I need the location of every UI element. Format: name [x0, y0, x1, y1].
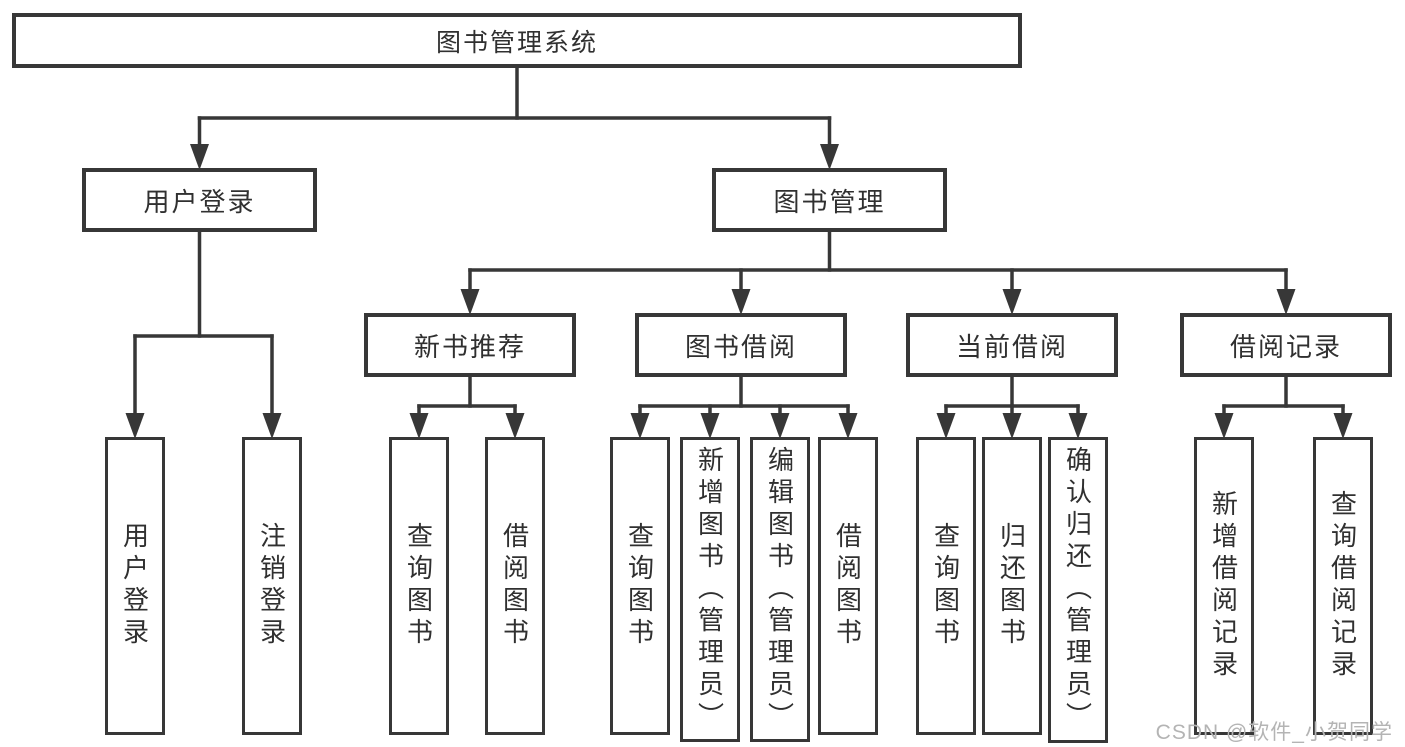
node-leaf-bb-edit: 编辑图书（管理员） [750, 437, 810, 742]
node-borrow-record: 借阅记录 [1180, 313, 1392, 377]
node-leaf-nbr-query: 查询图书 [389, 437, 449, 735]
arrowhead-icon [1002, 413, 1022, 439]
node-leaf-bb-add: 新增图书（管理员） [680, 437, 740, 742]
arrowhead-icon [505, 413, 525, 439]
arrowhead-icon [409, 413, 429, 439]
node-user-login: 用户登录 [82, 168, 317, 232]
arrowhead-icon [936, 413, 956, 439]
node-current-borrow: 当前借阅 [906, 313, 1118, 377]
arrowhead-icon [1214, 413, 1234, 439]
node-book-borrow: 图书借阅 [635, 313, 847, 377]
arrowhead-icon [1333, 413, 1353, 439]
node-leaf-nbr-borrow: 借阅图书 [485, 437, 545, 735]
arrowhead-icon [700, 413, 720, 439]
node-leaf-cb-query: 查询图书 [916, 437, 976, 735]
watermark-text: CSDN @软件_小贺同学 [1155, 721, 1393, 744]
node-leaf-login: 用户登录 [105, 437, 165, 735]
node-leaf-cb-return: 归还图书 [982, 437, 1042, 735]
arrowhead-icon [125, 413, 145, 439]
node-leaf-bb-query: 查询图书 [610, 437, 670, 735]
arrowhead-icon [262, 413, 282, 439]
arrowhead-icon [460, 289, 480, 315]
arrowhead-icon [1276, 289, 1296, 315]
node-new-book-rec: 新书推荐 [364, 313, 576, 377]
node-book-mgmt: 图书管理 [712, 168, 947, 232]
node-leaf-br-add: 新增借阅记录 [1194, 437, 1254, 735]
node-root: 图书管理系统 [12, 13, 1022, 68]
arrowhead-icon [820, 144, 839, 170]
node-leaf-logout: 注销登录 [242, 437, 302, 735]
node-leaf-br-query: 查询借阅记录 [1313, 437, 1373, 735]
arrowhead-icon [770, 413, 790, 439]
arrowhead-icon [838, 413, 858, 439]
arrowhead-icon [731, 289, 751, 315]
arrowhead-icon [190, 144, 209, 170]
arrowhead-icon [1002, 289, 1022, 315]
arrowhead-icon [630, 413, 650, 439]
node-leaf-cb-confirm: 确认归还（管理员） [1048, 437, 1108, 743]
arrowhead-icon [1068, 413, 1088, 439]
node-leaf-bb-borrow: 借阅图书 [818, 437, 878, 735]
